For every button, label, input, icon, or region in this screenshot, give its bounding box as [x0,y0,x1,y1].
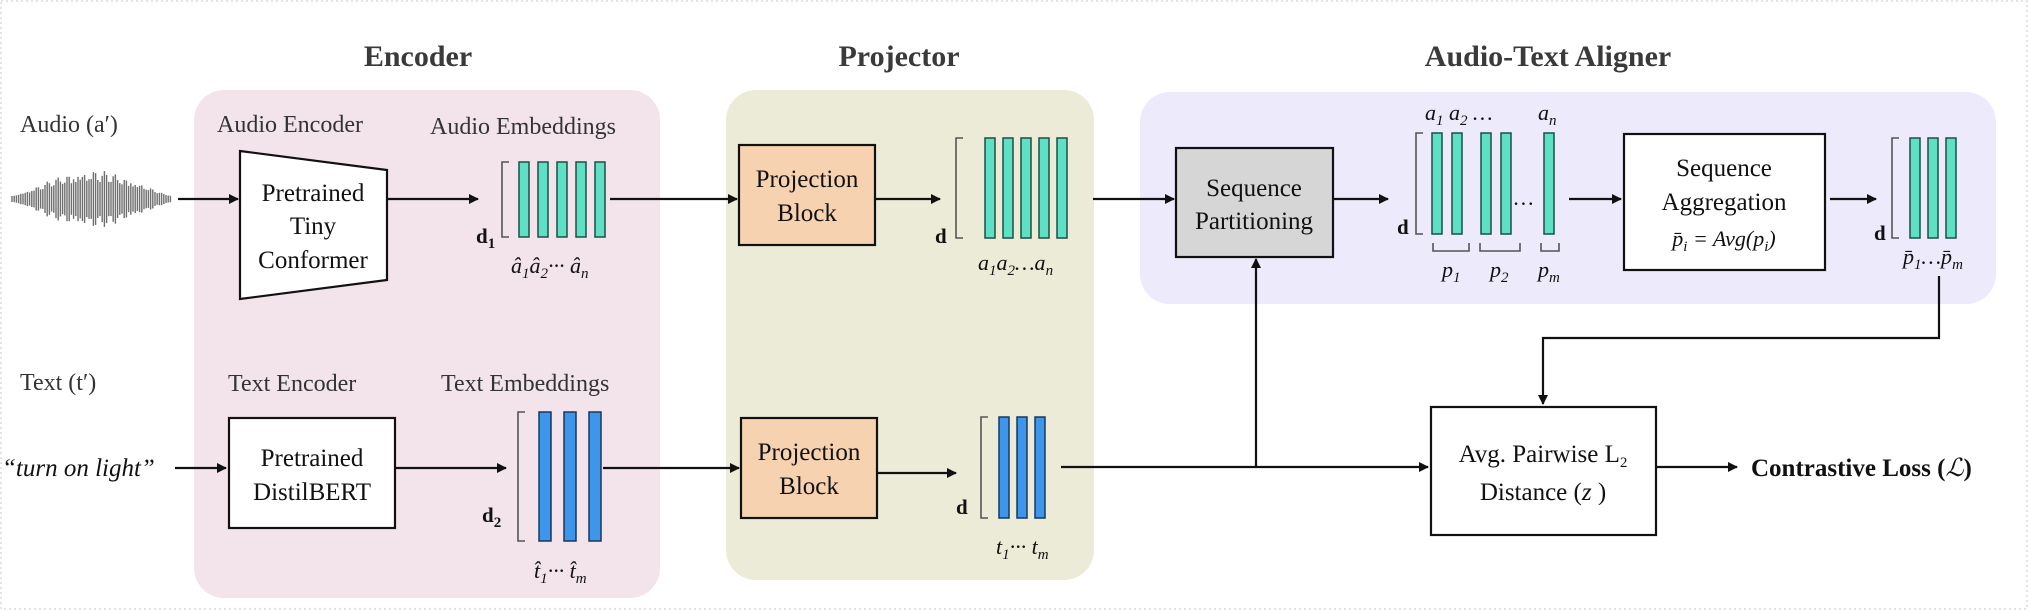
audio-embeddings-label: Audio Embeddings [430,114,616,140]
projected-text-bars [998,416,1046,519]
aggregated-bar [1927,137,1939,239]
connectors [175,194,1941,478]
sequence-bar [1431,132,1443,235]
audio-embedding-bars [518,161,606,238]
agg-line1: Sequence [1676,155,1772,182]
distilbert-encoder-box [227,416,397,530]
text-input-label: Text (t′) [20,370,96,396]
partition-bracket-pm [1540,243,1560,252]
conformer-line2: Tiny [290,213,337,240]
projected-audio-bar [1020,137,1032,239]
seq-top-label: a1 a2 … [1425,100,1493,129]
pbar-bracket [1891,137,1899,239]
waveform-icon [11,171,172,227]
sequence-bar [1451,132,1463,235]
projected-audio-bar [1038,137,1050,239]
text-embedding-bar [538,411,552,542]
conformer-line3: Conformer [258,247,368,274]
sequence-aggregation-box [1622,132,1827,272]
text-projection-block [739,416,879,520]
seq-dots: … [1514,185,1534,210]
text-encoder-label: Text Encoder [228,371,356,397]
agg-line2: Aggregation [1662,189,1787,216]
audio-projection-block [737,143,877,247]
audio-embedding-bar [575,161,587,238]
text-proj-bracket [980,416,988,519]
text-example: “turn on light” [2,455,155,482]
audio-proj-d: d [935,224,947,248]
bert-line1: Pretrained [261,445,364,472]
partitioned-sequence-bars [1431,132,1555,235]
projected-audio-bars [984,137,1068,239]
audio-embedding-bar [518,161,530,238]
sequence-bar [1500,132,1512,235]
sequence-bar [1480,132,1492,235]
audio-proj-bracket [955,137,963,239]
conformer-line1: Pretrained [262,180,365,207]
bert-line2: DistilBERT [253,479,371,506]
pairwise-distance-box [1429,405,1658,537]
partition-bracket-p1 [1432,243,1470,252]
projected-text-bar [1034,416,1046,519]
audio-encoder-label: Audio Encoder [217,112,363,138]
text-embedding-bars [538,411,602,542]
text-embeddings-label: Text Embeddings [441,371,609,397]
dist-line1: Avg. Pairwise L2 [1459,441,1628,471]
aggregated-bar [1909,137,1921,239]
sequence-partitioning-box [1174,146,1335,259]
projected-text-bar [998,416,1010,519]
encoder-title: Encoder [364,40,472,73]
audio-input-label: Audio (a′) [20,112,118,138]
partition-line1: Sequence [1206,175,1302,202]
d2-bracket [517,411,525,542]
partition-line2: Partitioning [1195,208,1314,235]
arrow-pbar-to-distance [1538,276,1941,405]
projector-title: Projector [838,40,959,73]
aligner-title: Audio-Text Aligner [1425,40,1671,73]
audio-embedding-bar [537,161,549,238]
projected-text-bar [1016,416,1028,519]
audio-embedding-bar [556,161,568,238]
audio-embedding-bar [594,161,606,238]
projected-audio-bar [1056,137,1068,239]
text-embedding-bar [563,411,577,542]
dist-line2: Distance (z ) [1480,479,1606,506]
partition-bracket-p2 [1479,243,1521,252]
projected-audio-bar [1002,137,1014,239]
seq-d: d [1397,215,1409,239]
text-proj-line2: Block [779,473,839,500]
audio-proj-line2: Block [777,200,837,227]
aggregated-bars [1909,137,1957,239]
text-embedding-bar [588,411,602,542]
audio-proj-line1: Projection [756,166,859,193]
sequence-bar [1543,132,1555,235]
projected-audio-bar [984,137,996,239]
aggregated-bar [1945,137,1957,239]
text-proj-line1: Projection [758,439,861,466]
contrastive-loss-label: Contrastive Loss (ℒ) [1751,455,1972,482]
seq-bracket [1415,132,1423,235]
agg-formula: p̄i = Avg(pi) [1670,226,1775,255]
text-proj-d: d [956,495,968,519]
pbar-d: d [1874,221,1886,245]
d1-bracket [501,161,509,238]
conformer-encoder-box [238,149,389,301]
